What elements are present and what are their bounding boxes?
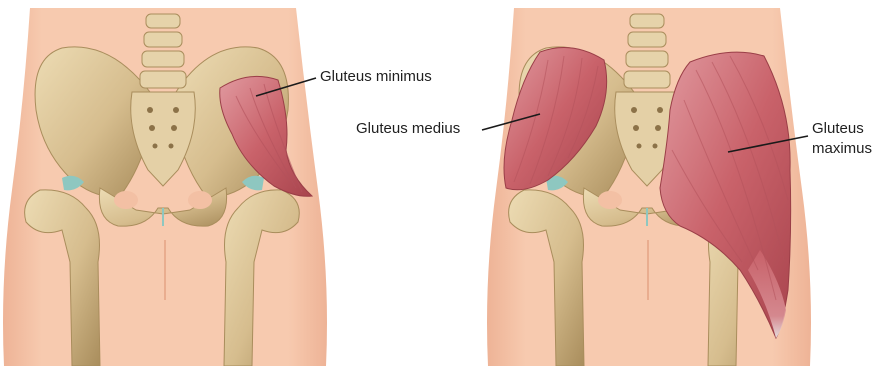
left-obturator-right: [188, 191, 212, 209]
right-obturator-left: [598, 191, 622, 209]
label-gluteus-minimus: Gluteus minimus: [320, 68, 432, 86]
left-obturator-left: [114, 191, 138, 209]
label-gluteus-maximus-line2: maximus: [812, 140, 872, 158]
left-figure: [3, 8, 327, 366]
label-gluteus-maximus-line1: Gluteus: [812, 120, 864, 138]
left-lumbar-spine: [140, 14, 186, 88]
right-figure: [482, 8, 811, 366]
right-lumbar-spine: [624, 14, 670, 88]
label-gluteus-medius: Gluteus medius: [356, 120, 460, 138]
